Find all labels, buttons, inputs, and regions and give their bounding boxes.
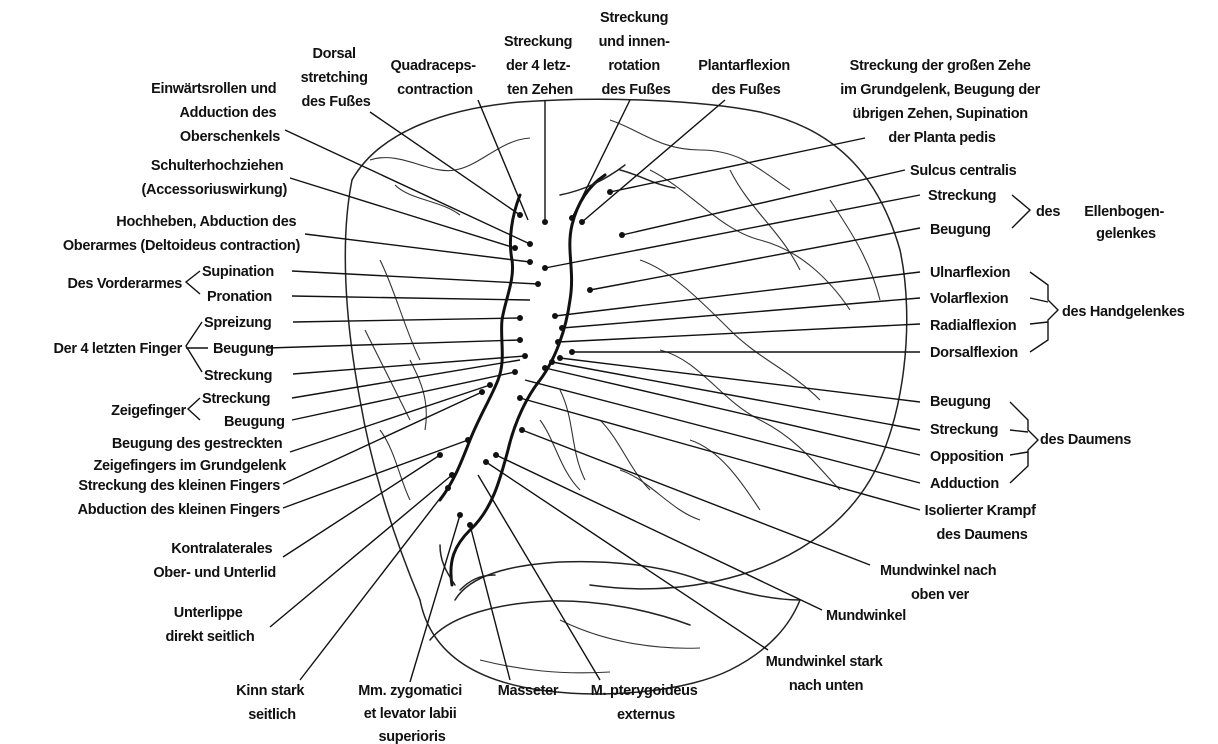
- bottom-labels: Kinn stark seitlich Mm. zygomatici et le…: [236, 563, 1000, 744]
- label-forearm-group: Des Vorderarmes: [67, 276, 182, 292]
- label-pterygoid: M. pterygoideus externus: [591, 683, 701, 723]
- label-lip: Unterlippe direkt seitlich: [166, 605, 255, 645]
- label-dorsalflexion: Dorsalflexion: [930, 345, 1018, 361]
- label-shoulder: Schulterhochziehen (Accessoriuswirkung): [142, 158, 288, 198]
- label-big-toe: Streckung der großen Zehe im Grundgelenk…: [840, 58, 1044, 146]
- label-foot-rotation: Streckung und innen- rotation des Fußes: [599, 10, 674, 98]
- label-elbow-beugung: Beugung: [930, 222, 991, 238]
- label-index-bend: Beugung des gestreckten Zeigefingers im …: [93, 436, 287, 474]
- label-thigh: Einwärtsrollen und Adduction des Obersch…: [151, 81, 280, 145]
- leader-lines: [268, 100, 920, 682]
- label-quadriceps: Quadraceps- contraction: [390, 58, 479, 98]
- label-thumb-opposition: Opposition: [930, 449, 1004, 465]
- label-mouth-down: Mundwinkel stark nach unten: [766, 654, 887, 694]
- label-thumb-cramp: Isolierter Krampf des Daumens: [925, 503, 1040, 543]
- label-fingers-group: Der 4 letzten Finger: [53, 341, 182, 357]
- label-thumb-group: des Daumens: [1040, 432, 1131, 448]
- label-index-group: Zeigefinger: [111, 403, 187, 419]
- target-dots: [437, 189, 625, 528]
- label-plantarflexion: Plantarflexion des Fußes: [698, 58, 793, 98]
- label-masseter: Masseter: [498, 683, 559, 699]
- label-fingers-spreizung: Spreizung: [204, 315, 271, 331]
- label-ulnarflexion: Ulnarflexion: [930, 265, 1010, 281]
- label-toes: Streckung der 4 letz- ten Zehen: [504, 34, 576, 98]
- label-mouth-corner: Mundwinkel: [826, 608, 906, 624]
- label-pronation: Pronation: [207, 289, 272, 305]
- label-mouth-up: Mundwinkel nach oben ver: [880, 563, 1000, 603]
- left-labels: Einwärtsrollen und Adduction des Obersch…: [53, 81, 300, 645]
- label-thumb-streckung: Streckung: [930, 422, 998, 438]
- right-labels: Sulcus centralis Streckung Beugung des E…: [910, 163, 1185, 543]
- label-chin: Kinn stark seitlich: [236, 683, 308, 723]
- label-volarflexion: Volarflexion: [930, 291, 1008, 307]
- label-supination: Supination: [202, 264, 274, 280]
- label-thumb-adduction: Adduction: [930, 476, 999, 492]
- label-index-beugung: Beugung: [224, 414, 285, 430]
- label-fingers-streckung: Streckung: [204, 368, 272, 384]
- label-index-streckung: Streckung: [202, 391, 270, 407]
- label-upper-arm: Hochheben, Abduction des Oberarmes (Delt…: [63, 214, 301, 254]
- label-fingers-beugung: Beugung: [213, 341, 274, 357]
- label-little-abduction: Abduction des kleinen Fingers: [78, 502, 281, 518]
- label-eyelid: Kontralaterales Ober- und Unterlid: [153, 541, 276, 581]
- label-radialflexion: Radialflexion: [930, 318, 1016, 334]
- label-elbow-group: Ellenbogen- gelenkes: [1084, 204, 1167, 242]
- label-zygomatic: Mm. zygomatici et levator labii superior…: [358, 683, 466, 744]
- label-elbow-des: des: [1036, 204, 1060, 220]
- label-wrist-group: des Handgelenkes: [1062, 304, 1185, 320]
- label-dorsal-stretch: Dorsal stretching des Fußes: [301, 46, 372, 110]
- label-elbow-streckung: Streckung: [928, 188, 996, 204]
- top-labels: Dorsal stretching des Fußes Quadraceps- …: [301, 10, 1044, 146]
- label-thumb-beugung: Beugung: [930, 394, 991, 410]
- label-little-extension: Streckung des kleinen Fingers: [78, 478, 280, 494]
- label-sulcus-centralis: Sulcus centralis: [910, 163, 1017, 179]
